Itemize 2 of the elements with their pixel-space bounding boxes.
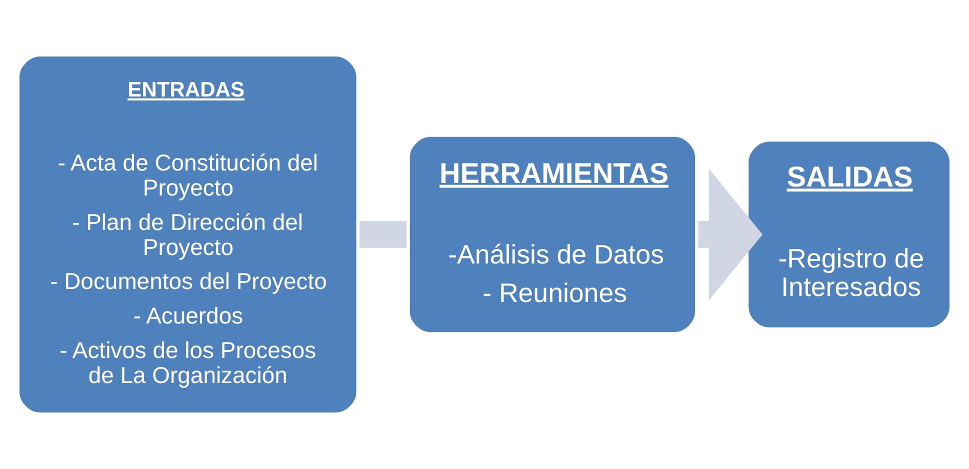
arrow (698, 168, 763, 300)
connector (360, 221, 407, 248)
